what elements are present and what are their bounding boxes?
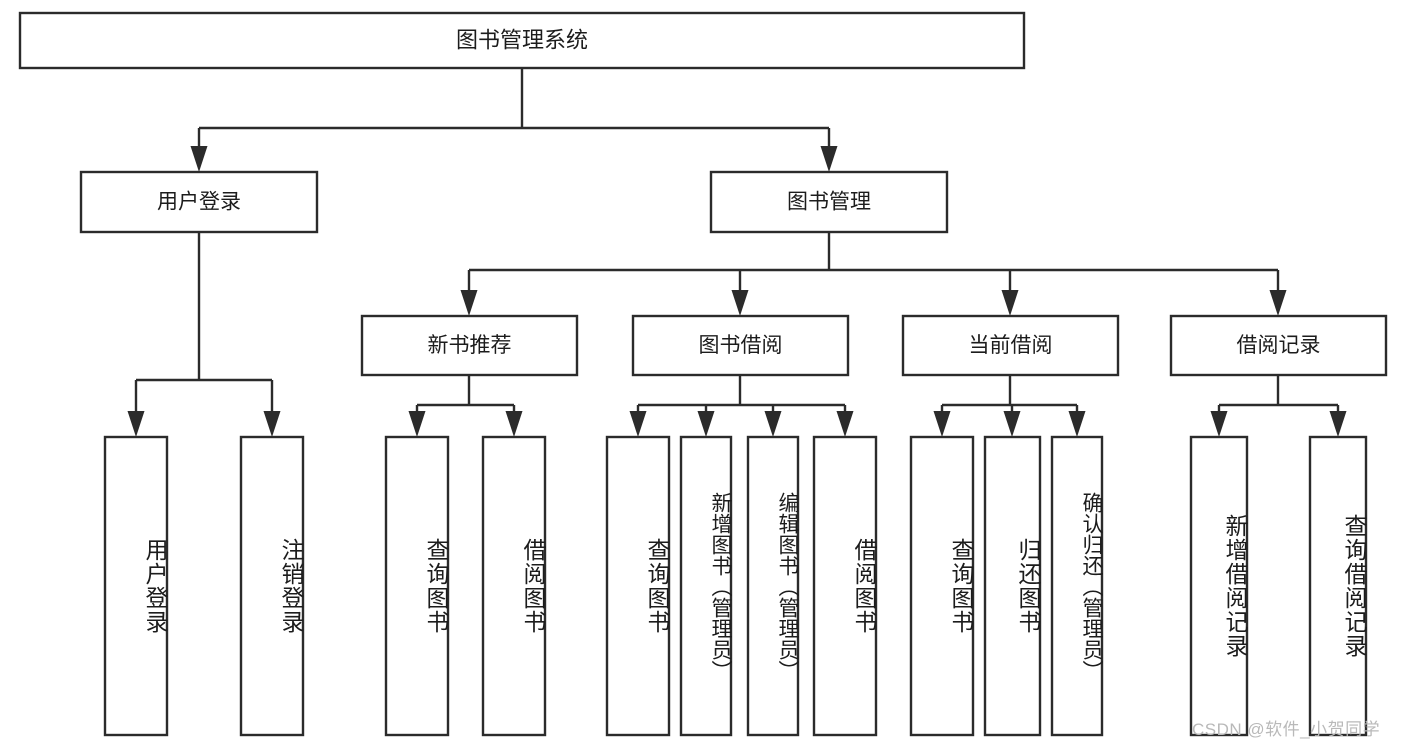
node-leaf-rec-query-book[interactable] — [384, 435, 450, 737]
node-box-book-borrow[interactable] — [631, 314, 850, 377]
node-leaf-borrow-add-book[interactable] — [679, 435, 733, 737]
connector-group-new-book-rec-to-leaves — [408, 375, 523, 437]
node-new-book-rec[interactable]: 新书推荐 — [360, 314, 579, 377]
node-label-book-manage: 图书管理 — [787, 191, 871, 214]
connector-group-current-borrow-to-leaves — [933, 375, 1086, 437]
node-current-borrow[interactable]: 当前借阅 — [901, 314, 1120, 377]
arrow-head-icon — [408, 411, 426, 437]
node-root[interactable]: 图书管理系统 — [18, 11, 1026, 70]
arrow-head-icon — [836, 411, 854, 437]
connector-group-root-to-modules — [190, 68, 838, 172]
node-leaf-borrow-borrow-book[interactable] — [812, 435, 878, 737]
connector-layer — [127, 68, 1347, 437]
arrow-head-icon — [190, 146, 208, 172]
arrow-head-icon — [1068, 411, 1086, 437]
arrow-head-icon — [1269, 290, 1287, 316]
node-box-user-login[interactable] — [79, 170, 319, 234]
csdn-watermark: CSDN @软件_小贺同学 — [1192, 720, 1381, 739]
node-leaf-record-add[interactable] — [1189, 435, 1249, 737]
node-book-manage[interactable]: 图书管理 — [709, 170, 949, 234]
node-box-book-manage[interactable] — [709, 170, 949, 234]
node-leaf-borrow-edit-book[interactable] — [746, 435, 800, 737]
arrow-head-icon — [127, 411, 145, 437]
arrow-head-icon — [1001, 290, 1019, 316]
node-leaf-current-query-book[interactable] — [909, 435, 975, 737]
connector-group-book-manage-to-submodules — [460, 232, 1287, 316]
arrow-head-icon — [460, 290, 478, 316]
arrow-head-icon — [1210, 411, 1228, 437]
arrow-head-icon — [1003, 411, 1021, 437]
node-box-leaf-rec-query-book[interactable] — [384, 435, 450, 737]
node-label-user-login: 用户登录 — [157, 191, 241, 214]
arrow-head-icon — [731, 290, 749, 316]
node-leaf-user-login[interactable] — [103, 435, 169, 737]
node-box-leaf-record-query[interactable] — [1308, 435, 1368, 737]
node-box-leaf-borrow-edit-book[interactable] — [746, 435, 800, 737]
node-label-book-borrow: 图书借阅 — [699, 334, 783, 357]
node-box-root[interactable] — [18, 11, 1026, 70]
arrow-head-icon — [505, 411, 523, 437]
node-box-leaf-current-query-book[interactable] — [909, 435, 975, 737]
arrow-head-icon — [629, 411, 647, 437]
node-book-borrow[interactable]: 图书借阅 — [631, 314, 850, 377]
arrow-head-icon — [1329, 411, 1347, 437]
node-box-borrow-record[interactable] — [1169, 314, 1388, 377]
node-box-current-borrow[interactable] — [901, 314, 1120, 377]
node-box-leaf-record-add[interactable] — [1189, 435, 1249, 737]
arrow-head-icon — [697, 411, 715, 437]
node-box-leaf-borrow-add-book[interactable] — [679, 435, 733, 737]
node-user-login[interactable]: 用户登录 — [79, 170, 319, 234]
connector-group-user-login-to-leaves — [127, 232, 281, 437]
node-label-current-borrow: 当前借阅 — [969, 334, 1053, 357]
node-borrow-record[interactable]: 借阅记录 — [1169, 314, 1388, 377]
arrow-head-icon — [764, 411, 782, 437]
node-box-leaf-user-logout[interactable] — [239, 435, 305, 737]
node-label-borrow-record: 借阅记录 — [1237, 334, 1321, 357]
node-leaf-rec-borrow-book[interactable] — [481, 435, 547, 737]
node-label-root: 图书管理系统 — [456, 27, 588, 52]
arrow-head-icon — [820, 146, 838, 172]
node-box-leaf-rec-borrow-book[interactable] — [481, 435, 547, 737]
connector-group-book-borrow-to-leaves — [629, 375, 854, 437]
node-box-leaf-borrow-query-book[interactable] — [605, 435, 671, 737]
node-box-leaf-current-return-book[interactable] — [983, 435, 1042, 737]
node-leaf-current-return-book[interactable] — [983, 435, 1042, 737]
node-leaf-current-confirm-return[interactable] — [1050, 435, 1104, 737]
node-label-new-book-rec: 新书推荐 — [428, 334, 512, 357]
node-box-new-book-rec[interactable] — [360, 314, 579, 377]
node-leaf-user-logout[interactable] — [239, 435, 305, 737]
connector-group-borrow-record-to-leaves — [1210, 375, 1347, 437]
node-box-leaf-borrow-borrow-book[interactable] — [812, 435, 878, 737]
node-leaf-borrow-query-book[interactable] — [605, 435, 671, 737]
arrow-head-icon — [933, 411, 951, 437]
node-box-leaf-current-confirm-return[interactable] — [1050, 435, 1104, 737]
node-leaf-record-query[interactable] — [1308, 435, 1368, 737]
arrow-head-icon — [263, 411, 281, 437]
node-box-leaf-user-login[interactable] — [103, 435, 169, 737]
